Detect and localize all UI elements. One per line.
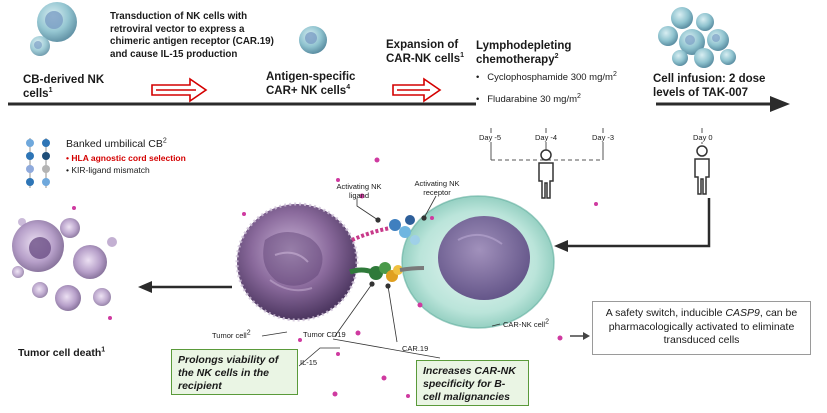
- cord-blood-title-text: Banked umbilical CB: [66, 138, 163, 150]
- step-antigen-specific: Antigen-specific CAR+ NK cells4: [266, 70, 376, 98]
- cord-blood-bullet-text: KIR-ligand mismatch: [71, 165, 150, 175]
- activating-ligand-receptor: [351, 215, 420, 245]
- step-cb-nk-cells-label: CB-derived NK cells: [23, 74, 105, 100]
- cord-blood-vials-icon: [26, 138, 50, 188]
- red-arrow-transduction: [151, 77, 208, 103]
- label-car-nk-cell: CAR-NK cell2: [503, 318, 549, 330]
- tumor-death-arrow: [138, 281, 232, 293]
- step-cb-nk-cells: CB-derived NK cells1: [23, 73, 123, 101]
- step-chemotherapy-sup: 2: [554, 53, 559, 61]
- bullet-icon: •: [476, 72, 488, 83]
- patient-person-icon-infusion: [694, 145, 710, 195]
- chemo-drug-fludarabine: • Fludarabine 30 mg/m2: [476, 92, 656, 106]
- dying-tumor-cells: [12, 218, 117, 311]
- cb-nk-cell-icon: [30, 2, 77, 56]
- label-tumor-death-sup: 1: [101, 346, 106, 354]
- cord-blood-title: Banked umbilical CB2: [66, 138, 167, 151]
- step-antigen-specific-label: Antigen-specific CAR+ NK cells: [266, 71, 356, 97]
- drug-dose: 30 mg/m: [540, 94, 578, 105]
- drug-dose-sup: 2: [612, 70, 617, 78]
- label-tumor-death-text: Tumor cell death: [18, 347, 102, 359]
- label-activating-ligand: Activating NK ligand: [336, 182, 382, 200]
- step-cell-infusion: Cell infusion: 2 dose levels of TAK-007: [653, 73, 766, 99]
- label-tumor-death: Tumor cell death1: [18, 346, 106, 360]
- drug-name: Fludarabine: [487, 94, 538, 105]
- tumor-cell: [235, 202, 359, 322]
- day-label-minus4: Day -4: [534, 133, 559, 142]
- label-car-nk-cell-text: CAR-NK cell: [503, 320, 546, 329]
- day-label-0: Day 0: [692, 133, 714, 142]
- drug-name: Cyclophosphamide: [487, 72, 569, 83]
- label-tumor-cell: Tumor cell2: [212, 329, 251, 341]
- step-chemotherapy: Lymphodepleting chemotherapy2: [476, 39, 596, 67]
- car19-cd19-complex: [349, 262, 425, 282]
- car-nk-cell: [401, 195, 555, 329]
- bullet-icon: •: [476, 94, 488, 105]
- callout-viability: Prolongs viability of the NK cells in th…: [171, 349, 298, 395]
- bullet-icon: •: [66, 153, 69, 163]
- callout-specificity: Increases CAR-NK specificity for B-cell …: [416, 360, 529, 406]
- drug-dose-sup: 2: [577, 92, 581, 100]
- step-transduction: Transduction of NK cells with retroviral…: [110, 11, 274, 60]
- red-arrow-expansion: [392, 77, 442, 103]
- step-cb-nk-cells-sup: 1: [48, 87, 53, 95]
- step-antigen-specific-sup: 4: [346, 84, 351, 92]
- expanded-cell-cluster: [658, 7, 736, 68]
- cord-blood-bullet-kir: • KIR-ligand mismatch: [66, 165, 150, 176]
- safety-switch-box: A safety switch, inducible CASP9, can be…: [592, 301, 811, 355]
- chemo-drug-cyclophosphamide: • Cyclophosphamide 300 mg/m2: [476, 70, 656, 84]
- bullet-icon: •: [66, 165, 69, 175]
- label-il15: IL-15: [300, 358, 318, 367]
- cord-blood-bullet-text: HLA agnostic cord selection: [71, 153, 186, 163]
- day-label-minus3: Day -3: [591, 133, 616, 142]
- safety-switch-text-post: , can be pharmacologically activated to …: [608, 307, 798, 346]
- infusion-arrow: [554, 198, 711, 252]
- step-expansion: Expansion of CAR-NK cells1: [386, 38, 468, 66]
- day-label-minus5: Day -5: [478, 133, 503, 142]
- safety-switch-gene: CASP9: [725, 307, 760, 319]
- safety-switch-arrow: [570, 332, 590, 340]
- label-tumor-cell-sup: 2: [246, 329, 251, 337]
- cord-blood-bullet-hla: • HLA agnostic cord selection: [66, 153, 186, 164]
- step-expansion-sup: 1: [460, 52, 465, 60]
- leader-lines: [261, 195, 501, 367]
- drug-dose: 300 mg/m: [570, 72, 613, 83]
- step-expansion-label: Expansion of CAR-NK cells: [386, 39, 461, 65]
- cord-blood-title-sup: 2: [162, 137, 167, 145]
- step-chemotherapy-label: Lymphodepleting chemotherapy: [476, 40, 572, 66]
- patient-person-icon-chemo: [538, 149, 554, 199]
- label-car19: CAR.19: [402, 344, 429, 353]
- safety-switch-text-pre: A safety switch, inducible: [605, 307, 726, 319]
- label-tumor-cd19: Tumor CD19: [303, 330, 346, 339]
- label-tumor-cell-text: Tumor cell: [212, 331, 247, 340]
- label-car-nk-cell-sup: 2: [545, 318, 549, 326]
- car-nk-cell-icon: [299, 26, 327, 54]
- label-activating-receptor: Activating NK receptor: [414, 179, 460, 197]
